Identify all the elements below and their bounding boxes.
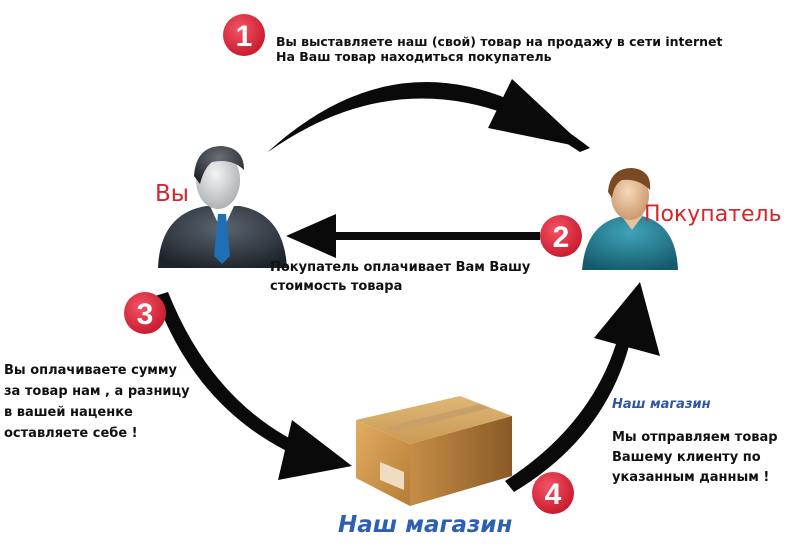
step-number: 4 xyxy=(545,478,562,511)
step-3-description: Вы оплачиваете сумму за товар нам , а ра… xyxy=(4,360,190,444)
step-4-line: Мы отправляем товар xyxy=(612,430,778,445)
step-2-description: Покупатель оплачивает Вам Вашу стоимость… xyxy=(270,258,530,296)
you-label: Вы xyxy=(155,181,189,207)
step-badge-2: 2 xyxy=(540,215,582,257)
step-4-title: Наш магазин xyxy=(612,397,711,412)
arrow-you-to-buyer xyxy=(268,79,590,152)
step-4-description: Мы отправляем товар Вашему клиенту по ук… xyxy=(612,428,778,488)
arrow-buyer-to-you xyxy=(286,214,540,258)
step-2-line: стоимость товара xyxy=(270,279,403,294)
buyer-icon xyxy=(582,168,678,270)
arrow-you-to-shop xyxy=(155,292,352,480)
step-3-line: за товар нам , а разницу xyxy=(4,384,190,399)
step-number: 1 xyxy=(236,20,253,53)
buyer-label: Покупатель xyxy=(644,202,782,227)
step-badge-1: 1 xyxy=(223,14,265,56)
step-badge-3: 3 xyxy=(124,292,166,334)
step-3-line: оставляете себе ! xyxy=(4,426,138,441)
step-badge-4: 4 xyxy=(532,472,574,514)
step-2-line: Покупатель оплачивает Вам Вашу xyxy=(270,260,531,275)
step-4-line: указанным данным ! xyxy=(612,470,770,485)
step-number: 3 xyxy=(137,298,154,331)
step-number: 2 xyxy=(553,221,570,254)
arrow-shop-to-buyer xyxy=(505,282,660,492)
step-1-description: Вы выставляете наш (свой) товар на прода… xyxy=(276,34,722,64)
step-1-line: На Ваш товар находиться покупатель xyxy=(276,49,552,64)
step-4-line: Вашему клиенту по xyxy=(612,450,761,465)
step-1-line: Вы выставляете наш (свой) товар на прода… xyxy=(276,34,723,49)
package-box-icon xyxy=(356,396,512,506)
step-3-line: Вы оплачиваете сумму xyxy=(4,363,178,378)
businessman-icon xyxy=(158,146,287,268)
shop-label: Наш магазин xyxy=(338,512,513,538)
step-3-line: в вашей наценке xyxy=(4,405,133,420)
